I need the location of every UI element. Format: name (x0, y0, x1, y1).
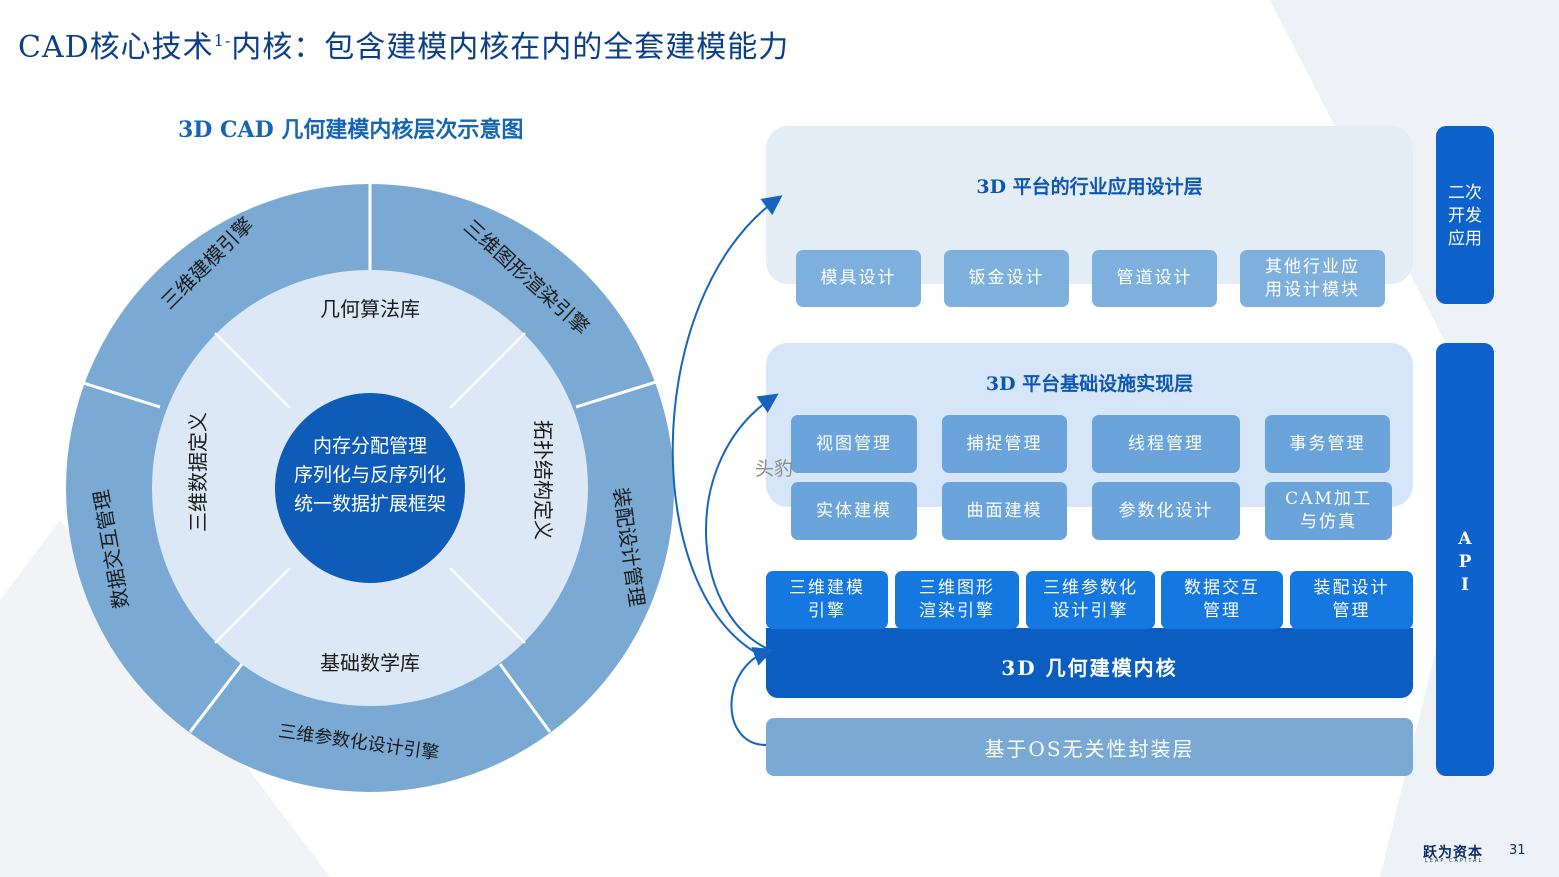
outer-ring-dividers (79, 184, 657, 733)
core-circle (275, 393, 465, 583)
engine-data-interaction: 数据交互管理 (1161, 571, 1283, 629)
infra-parametric-design: 参数化设计 (1092, 482, 1240, 540)
infra-thread-management: 线程管理 (1092, 415, 1240, 473)
footer-logo: 跃为资本 (1423, 845, 1483, 861)
engine-modeling: 三维建模引擎 (766, 571, 888, 629)
core-line-1: 内存分配管理 (313, 435, 427, 457)
arrow-os-to-kernel (730, 647, 774, 746)
engine-parametric: 三维参数化设计引擎 (1026, 571, 1155, 629)
inner-ring-dividers (214, 332, 526, 644)
inner-label-topology: 拓扑结构定义 (531, 420, 555, 540)
arrow-kernel-to-app-layer (671, 195, 783, 659)
page-title: CAD核心技术1-内核：包含建模内核在内的全套建模能力 (18, 30, 790, 65)
app-layer-title: 3D 平台的行业应用设计层 (976, 176, 1203, 198)
infra-cam-simulation: CAM加工与仿真 (1265, 482, 1392, 540)
diagram-title: 3D CAD 几何建模内核层次示意图 (178, 117, 524, 143)
module-mold-design: 模具设计 (796, 250, 921, 307)
infra-view-management: 视图管理 (791, 415, 917, 473)
engine-assembly: 装配设计管理 (1290, 571, 1413, 629)
os-abstraction-layer: 基于OS无关性封装层 (766, 718, 1413, 776)
arrow-kernel-to-infra-layer (705, 393, 779, 649)
footer-logo-sub: LEAP CAPITAL (1425, 858, 1484, 864)
page-number: 31 (1509, 843, 1526, 858)
infra-layer-title: 3D 平台基础设施实现层 (985, 373, 1194, 395)
inner-label-3d-data: 三维数据定义 (186, 412, 210, 532)
core-line-2: 序列化与反序列化 (294, 464, 446, 486)
geometry-kernel-block: 3D 几何建模内核 (766, 628, 1413, 698)
sidebar-api: API (1436, 343, 1494, 776)
core-line-3: 统一数据扩展框架 (294, 493, 446, 515)
infra-transaction-management: 事务管理 (1265, 415, 1390, 473)
module-other-industry: 其他行业应用设计模块 (1240, 250, 1385, 307)
secondary-dev-label: 二次开发应用 (1448, 183, 1482, 249)
api-label: API (1458, 529, 1472, 595)
sidebar-secondary-dev: 二次开发应用 (1436, 126, 1494, 304)
infra-snap-management: 捕捉管理 (942, 415, 1067, 473)
module-piping: 管道设计 (1092, 250, 1217, 307)
watermark-text: 头豹 (755, 458, 794, 480)
module-sheet-metal: 钣金设计 (944, 250, 1069, 307)
kernel-label: 3D 几何建模内核 (1001, 656, 1178, 680)
inner-label-geometry-algorithms: 几何算法库 (320, 297, 420, 321)
infra-solid-modeling: 实体建模 (791, 482, 917, 540)
inner-label-math-library: 基础数学库 (320, 651, 420, 675)
infra-surface-modeling: 曲面建模 (942, 482, 1067, 540)
engine-rendering: 三维图形渲染引擎 (895, 571, 1019, 629)
kernel-wheel-diagram: 内存分配管理 序列化与反序列化 统一数据扩展框架 几何算法库 基础数学库 拓扑结… (66, 184, 674, 792)
